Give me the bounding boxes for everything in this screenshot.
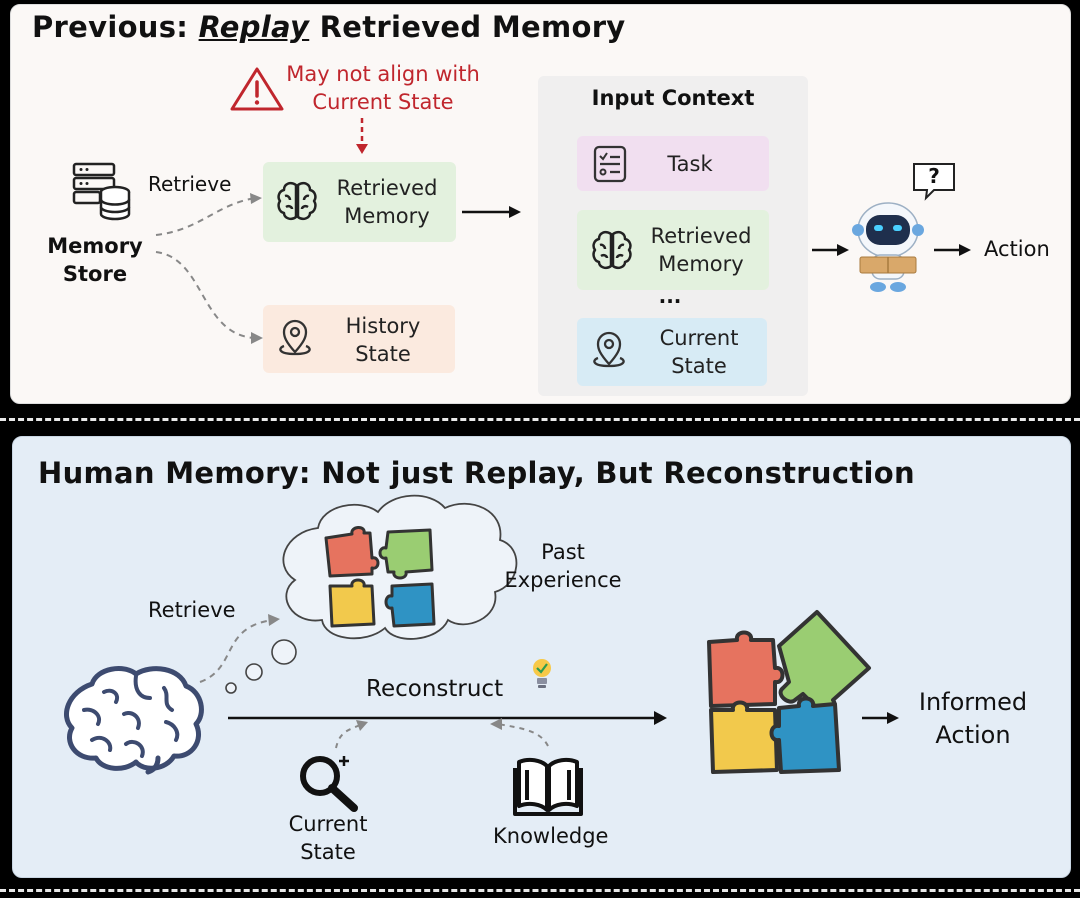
context-memory-box — [577, 210, 769, 290]
top-title: Previous: Replay Retrieved Memory — [32, 10, 626, 44]
checklist-icon — [593, 145, 627, 183]
input-context-title: Input Context — [591, 86, 755, 110]
context-memory-label: Retrieved Memory — [636, 222, 766, 278]
section-divider — [0, 418, 1080, 421]
bottom-title: Human Memory: Not just Replay, But Recon… — [38, 456, 915, 490]
past-experience-label: Past Experience — [498, 538, 628, 594]
reconstruct-label: Reconstruct — [366, 676, 504, 702]
warning-line-1: May not align with — [286, 62, 480, 86]
task-label: Task — [667, 152, 713, 176]
informed-action-line-1: Informed — [918, 688, 1028, 716]
knowledge-label: Knowledge — [493, 824, 609, 848]
warning-text: May not align with Current State — [278, 60, 488, 116]
current-state-bottom-label: Current State — [272, 810, 384, 866]
warning-icon — [230, 67, 284, 111]
warning-arrow — [356, 118, 368, 154]
informed-action-label: Informed Action — [900, 686, 1046, 752]
current-state-line-1: Current — [659, 326, 739, 350]
history-state-label: History State — [318, 312, 448, 368]
lightbulb-icon — [533, 659, 551, 688]
speech-bubble-icon — [913, 163, 955, 201]
location-pin-icon — [279, 319, 311, 356]
current-state-box — [577, 318, 767, 386]
question-mark: ? — [928, 164, 940, 188]
title-suffix: Retrieved Memory — [309, 10, 626, 44]
magnifier-icon — [300, 756, 358, 812]
title-prefix: Previous: — [32, 10, 199, 44]
informed-action-line-2: Action — [935, 721, 1011, 749]
robot-icon — [852, 202, 924, 292]
warning-line-2: Current State — [312, 90, 454, 114]
puzzle-icon — [707, 610, 871, 774]
context-memory-line-2: Memory — [658, 252, 744, 276]
current-state-bottom-line-1: Current — [288, 812, 368, 836]
memory-store-line-1: Memory — [47, 234, 143, 258]
current-state-bottom-line-2: State — [300, 840, 356, 864]
title-emphasis: Replay — [198, 10, 310, 44]
location-pin-icon — [593, 331, 625, 368]
ellipsis: ... — [658, 284, 682, 308]
history-state-line-2: State — [355, 342, 411, 366]
memory-store-label: Memory Store — [40, 232, 150, 288]
action-label: Action — [984, 237, 1050, 261]
past-experience-line-1: Past — [541, 540, 585, 564]
history-state-box — [263, 305, 455, 373]
puzzle-icon — [324, 526, 436, 628]
current-state-line-2: State — [671, 354, 727, 378]
retrieved-memory-line-1: Retrieved — [336, 176, 438, 200]
retrieve-label-bottom: Retrieve — [148, 598, 236, 622]
brain-icon — [277, 181, 317, 221]
retrieve-arrows — [155, 193, 971, 344]
past-experience-line-2: Experience — [504, 568, 622, 592]
current-state-label: Current State — [634, 324, 764, 380]
retrieve-label-top: Retrieve — [148, 172, 232, 196]
memory-store-line-2: Store — [62, 262, 128, 286]
brain-icon — [592, 230, 632, 270]
bottom-divider — [0, 889, 1080, 892]
context-memory-line-1: Retrieved — [650, 224, 752, 248]
database-icon — [72, 162, 131, 221]
book-icon — [513, 757, 583, 816]
history-state-line-1: History — [345, 314, 421, 338]
retrieved-memory-label: Retrieved Memory — [322, 174, 452, 230]
retrieved-memory-line-2: Memory — [344, 204, 430, 228]
brain-icon — [64, 666, 204, 775]
bottom-title-text: Human Memory: Not just Replay, But Recon… — [38, 456, 915, 490]
